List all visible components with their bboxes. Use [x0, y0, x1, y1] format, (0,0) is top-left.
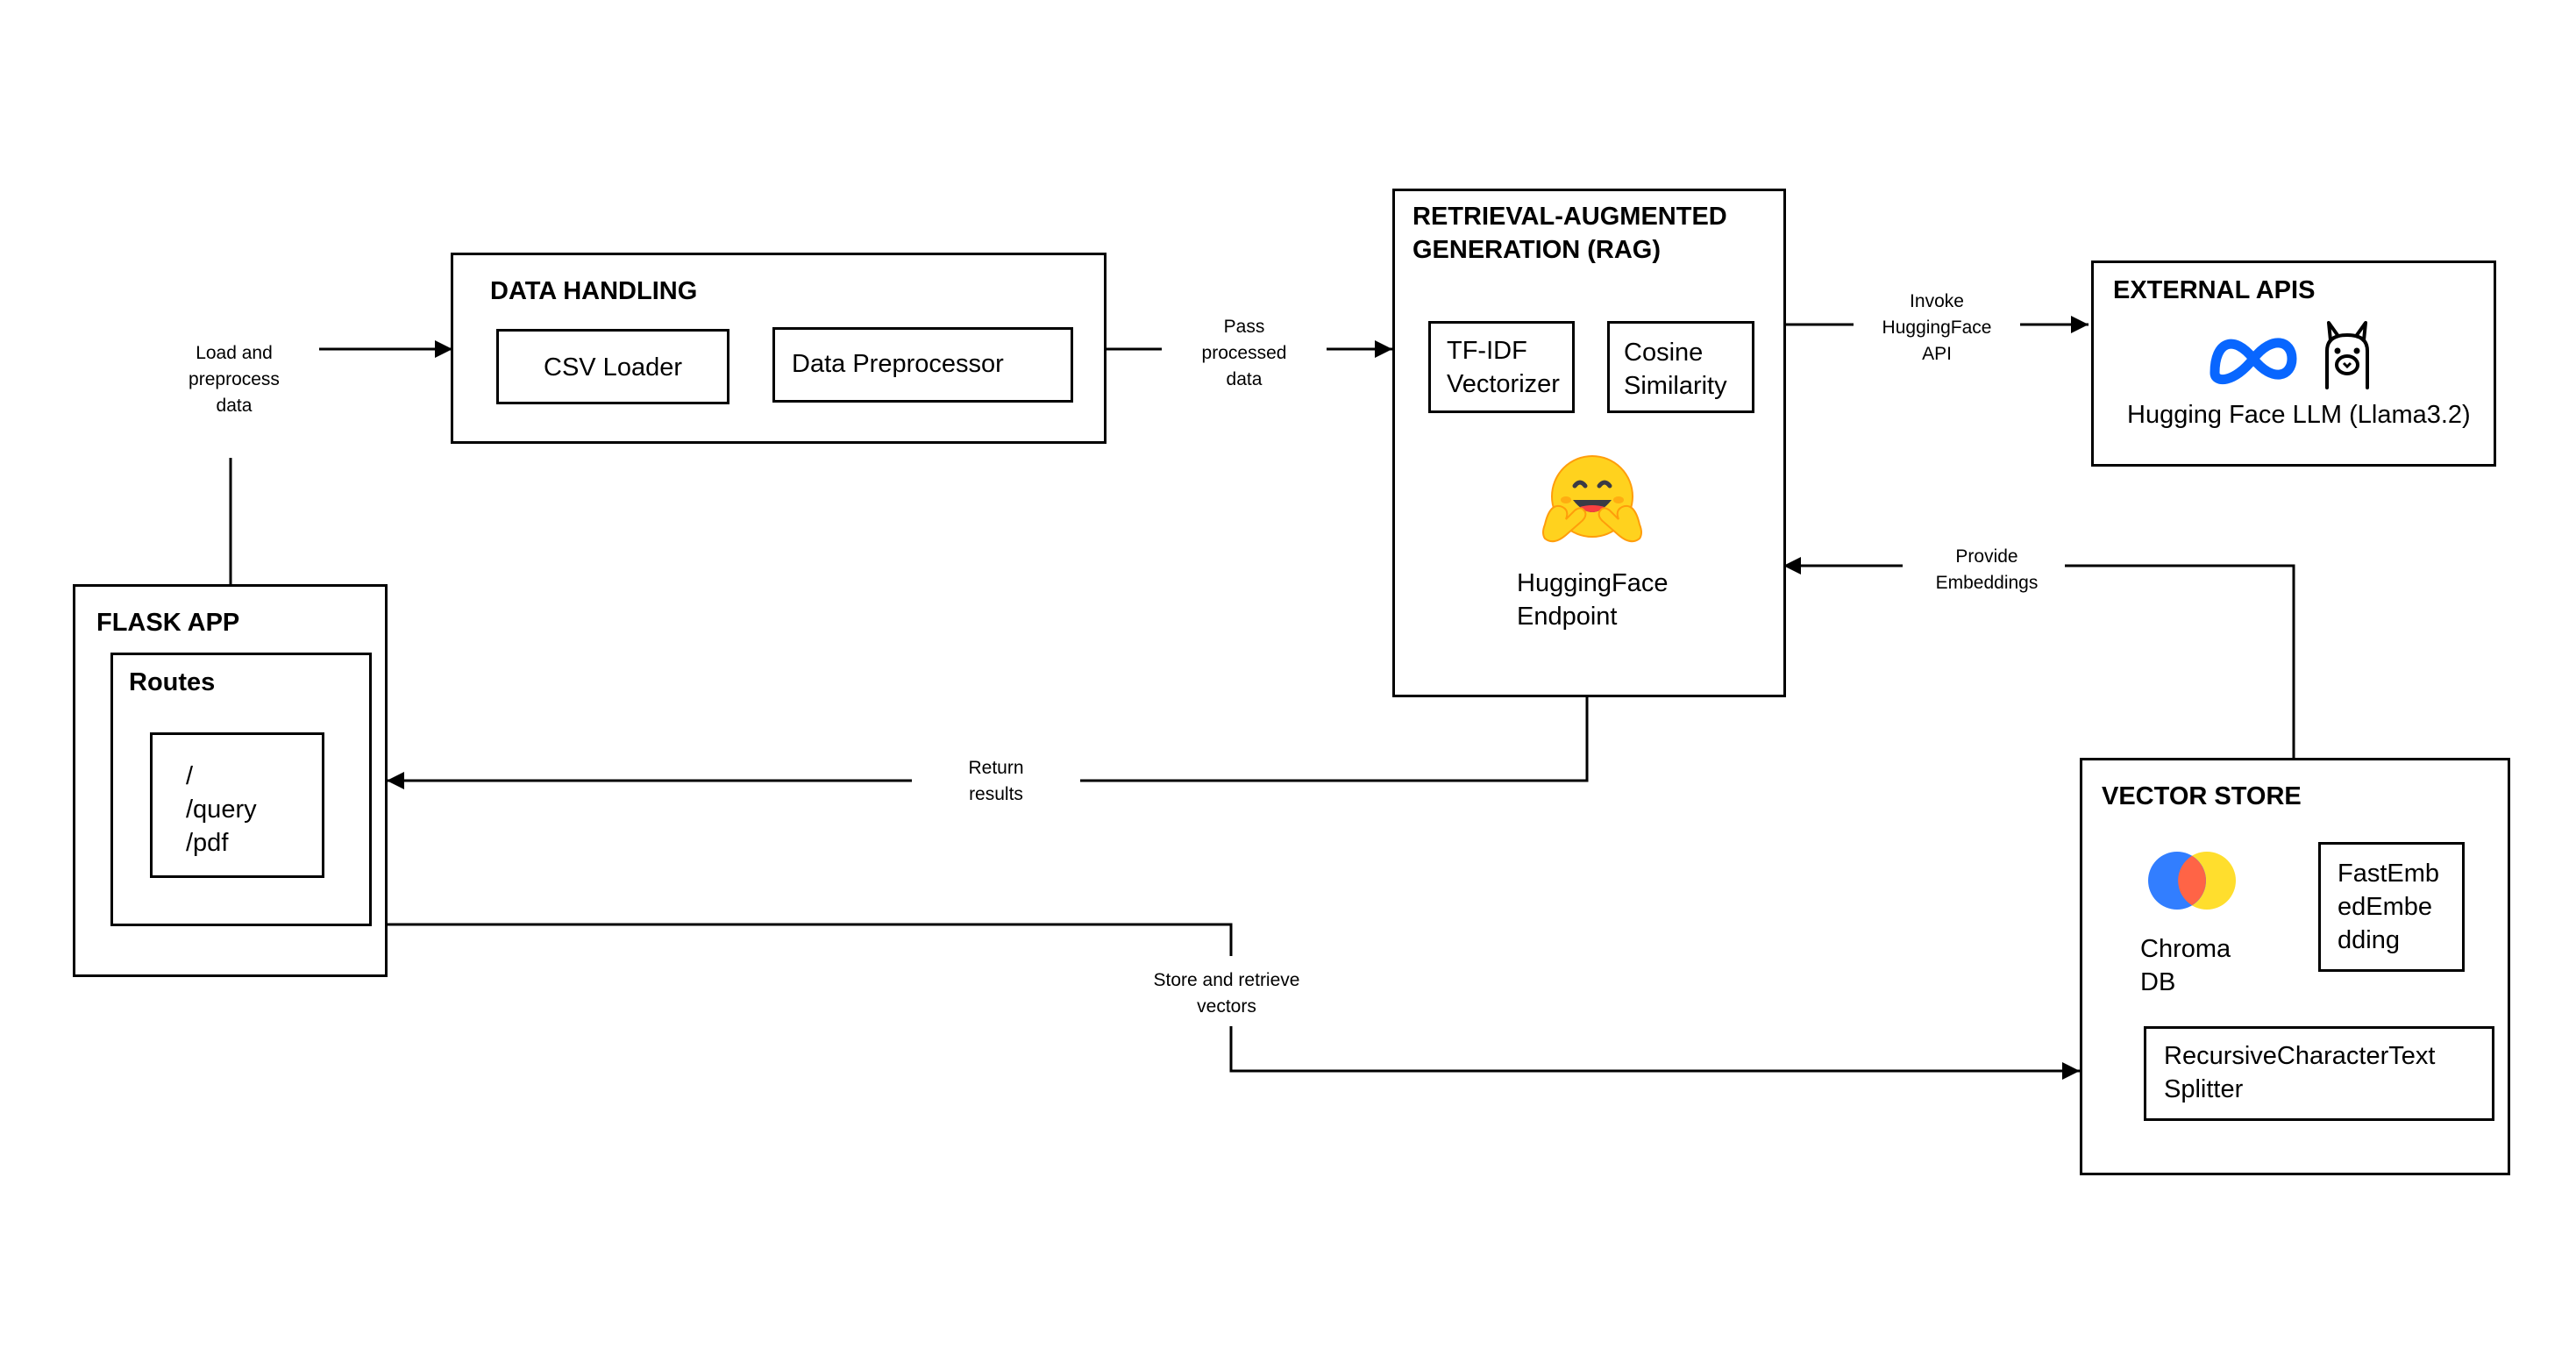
rag-box: RETRIEVAL-AUGMENTED GENERATION (RAG) TF-…: [1392, 189, 1786, 697]
edge-label-line: Embeddings: [1935, 573, 2039, 593]
chroma-line-1: Chroma: [2140, 935, 2231, 963]
routes-list-box: / /query /pdf: [150, 732, 324, 878]
edge-store-retrieve-bottom: [1229, 1026, 2080, 1080]
data-handling-title: DATA HANDLING: [490, 277, 698, 305]
chroma-line-2: DB: [2140, 968, 2176, 996]
edge-label-line: data: [1226, 369, 1263, 389]
vector-store-box: VECTOR STORE Chroma DB FastEmb edEmbe dd…: [2080, 758, 2510, 1175]
fastembed-label: FastEmb edEmbe dding: [2338, 857, 2439, 957]
csv-loader-label: CSV Loader: [544, 353, 682, 382]
llama-icon: [2325, 321, 2369, 389]
edge-label-line: vectors: [1197, 996, 1256, 1017]
data-handling-box: DATA HANDLING CSV Loader Data Preprocess…: [451, 253, 1107, 444]
cosine-similarity-label: Cosine Similarity: [1624, 336, 1727, 403]
edge-label-return-results: Return results: [968, 755, 1023, 808]
fastembed-box: FastEmb edEmbe dding: [2318, 842, 2465, 972]
edge-store-retrieve-top: [387, 923, 1233, 956]
tfidf-vectorizer-label: TF-IDF Vectorizer: [1447, 334, 1560, 401]
splitter-line-2: Splitter: [2164, 1075, 2244, 1103]
edge-label-line: data: [216, 396, 253, 416]
external-apis-title: EXTERNAL APIS: [2113, 276, 2316, 304]
rag-title: RETRIEVAL-AUGMENTED GENERATION (RAG): [1413, 200, 1727, 267]
tfidf-line-2: Vectorizer: [1447, 370, 1560, 398]
fastembed-line-2: edEmbe: [2338, 893, 2433, 921]
cosine-line-2: Similarity: [1624, 372, 1727, 400]
edge-label-line: results: [969, 784, 1023, 804]
huggingface-endpoint-label: HuggingFace Endpoint: [1517, 567, 1669, 633]
edge-label-store-retrieve: Store and retrieve vectors: [1154, 967, 1300, 1020]
edge-label-line: Pass: [1223, 317, 1265, 337]
fastembed-line-3: dding: [2338, 926, 2400, 954]
route-pdf: /pdf: [186, 829, 229, 857]
endpoint-line-2: Endpoint: [1517, 603, 1618, 631]
chroma-db-label: Chroma DB: [2140, 932, 2231, 999]
hugging-face-icon: [1542, 455, 1642, 543]
route-query: /query: [186, 796, 257, 824]
endpoint-line-1: HuggingFace: [1517, 569, 1669, 597]
rag-title-line-1: RETRIEVAL-AUGMENTED: [1413, 203, 1727, 231]
edge-label-line: Invoke: [1910, 291, 1964, 311]
edge-label-line: preprocess: [189, 369, 280, 389]
route-root: /: [186, 762, 194, 790]
tfidf-vectorizer-box: TF-IDF Vectorizer: [1428, 321, 1575, 413]
flask-app-box: FLASK APP Routes / /query /pdf: [73, 584, 388, 977]
data-preprocessor-label: Data Preprocessor: [792, 350, 1004, 378]
edge-label-invoke-api: Invoke HuggingFace API: [1882, 289, 1992, 368]
edge-label-provide-embeddings: Provide Embeddings: [1936, 544, 2039, 596]
rag-title-line-2: GENERATION (RAG): [1413, 236, 1662, 264]
edge-label-line: processed: [1201, 343, 1287, 363]
edge-label-line: Return: [968, 758, 1024, 778]
edge-label-load-preprocess: Load and preprocess data: [189, 340, 280, 419]
routes-list: / /query /pdf: [186, 760, 257, 860]
edge-label-line: Provide: [1955, 546, 2018, 567]
edge-label-line: HuggingFace: [1882, 318, 1992, 338]
tfidf-line-1: TF-IDF: [1447, 337, 1527, 365]
edge-provide-embeddings-right: [2065, 564, 2295, 759]
edge-label-pass-processed: Pass processed data: [1202, 314, 1287, 393]
text-splitter-box: RecursiveCharacterText Splitter: [2144, 1026, 2494, 1121]
fastembed-line-1: FastEmb: [2338, 860, 2440, 888]
cosine-line-1: Cosine: [1624, 339, 1704, 367]
flask-app-title: FLASK APP: [96, 609, 240, 637]
vector-store-title: VECTOR STORE: [2102, 782, 2302, 810]
text-splitter-label: RecursiveCharacterText Splitter: [2164, 1039, 2435, 1106]
edge-label-line: Store and retrieve: [1153, 970, 1300, 990]
cosine-similarity-box: Cosine Similarity: [1607, 321, 1754, 413]
llm-label: Hugging Face LLM (Llama3.2): [2127, 401, 2471, 429]
routes-box: Routes / /query /pdf: [110, 653, 372, 926]
meta-logo-icon: [2210, 338, 2297, 384]
edge-return-results-right: [1080, 696, 1589, 782]
routes-title: Routes: [129, 668, 216, 696]
csv-loader-box: CSV Loader: [496, 329, 729, 404]
external-apis-box: EXTERNAL APIS Hugging Face LLM (Llama3.2…: [2091, 260, 2496, 467]
edge-label-line: Load and: [196, 343, 273, 363]
splitter-line-1: RecursiveCharacterText: [2164, 1042, 2436, 1070]
edge-label-line: API: [1922, 344, 1952, 364]
chroma-logo-icon: [2148, 852, 2236, 910]
data-preprocessor-box: Data Preprocessor: [772, 327, 1073, 403]
